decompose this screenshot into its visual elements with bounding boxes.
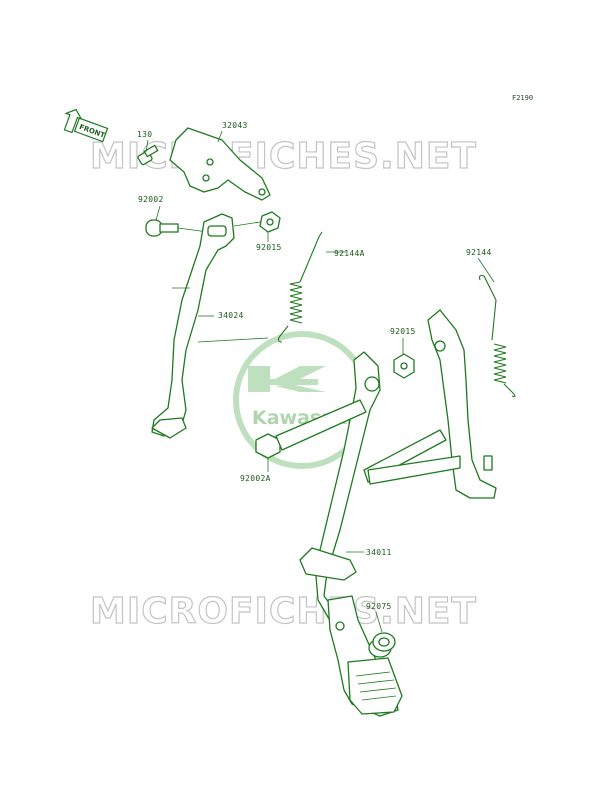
spring-92144 [478,274,516,398]
center-stand-34011 [299,309,497,717]
callout-92015-upper: 92015 [256,243,282,252]
front-arrow-icon: FRONT [63,108,109,143]
bolt-130 [137,144,159,166]
watermark-top: MICROFICHES.NET [90,136,477,177]
callout-34024: 34024 [218,311,244,320]
callout-92015-lower: 92015 [390,327,416,336]
spring-92144A [277,231,323,343]
bracket-32043 [169,127,271,201]
callout-92002: 92002 [138,195,164,204]
callout-92075: 92075 [366,602,392,611]
nut-92015-upper [259,211,281,233]
callout-92002A: 92002A [240,474,271,483]
figure-code: F2190 [512,94,533,102]
callout-130: 130 [137,130,152,139]
pin-92002A [255,399,367,459]
nut-92015-lower [393,353,415,379]
side-stand-34024 [151,213,235,439]
callout-34011: 34011 [366,548,392,557]
watermark-bottom: MICROFICHES.NET [90,591,477,632]
callout-92144: 92144 [466,248,492,257]
pin-92002 [145,219,179,237]
callout-32043: 32043 [222,121,248,130]
rubber-92075 [368,632,396,658]
callout-92144A: 92144A [334,249,365,258]
foot-pad [347,657,403,715]
